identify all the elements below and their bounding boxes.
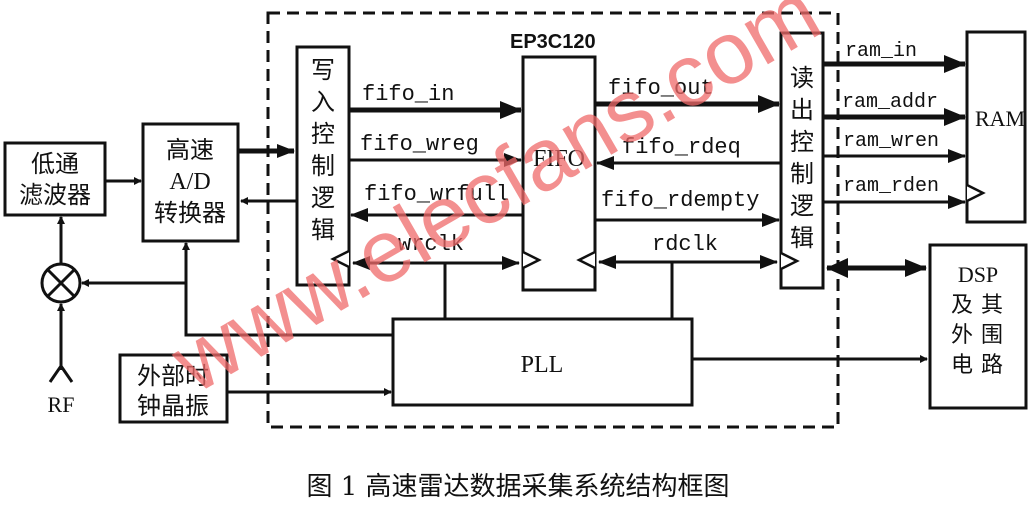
write-ctrl-char: 逻	[311, 184, 335, 212]
write-ctrl-char: 写	[311, 56, 335, 84]
figure-caption: 图 1 高速雷达数据采集系统结构框图	[306, 472, 729, 502]
signal-fifo-wrfull: fifo_wrfull	[364, 182, 509, 207]
mixer-cross-2	[46, 268, 76, 298]
dsp-char: 围	[981, 323, 1003, 348]
ext-clock-label-2: 钟晶振	[137, 392, 209, 420]
fifo-label: FIFO	[533, 146, 585, 172]
adc-label-2: A/D	[169, 169, 210, 195]
pll-to-adc-clock	[182, 242, 393, 337]
read-ctrl-clock-pin	[780, 251, 800, 271]
write-ctrl-clock-pin	[330, 249, 350, 269]
read-ctrl-block	[779, 31, 825, 290]
pll-label: PLL	[521, 352, 564, 378]
fpga-label: EP3C120	[510, 31, 596, 53]
dsp-char: 其	[981, 293, 1003, 318]
signal-ram-addr: ram_addr	[842, 91, 938, 114]
signal-wrclk: wrclk	[398, 232, 464, 257]
read-ctrl-char: 制	[790, 160, 814, 188]
signal-ram-rden: ram_rden	[843, 175, 939, 198]
adc-label-1: 高速	[166, 136, 214, 164]
dsp-char: 外	[951, 323, 973, 348]
fpga-boundary	[266, 11, 840, 429]
signal-fifo-wreg: fifo_wreg	[360, 132, 479, 157]
write-ctrl-block	[295, 45, 351, 287]
lowpass-filter-label-1: 低通	[31, 150, 79, 178]
adc-block	[141, 122, 240, 243]
ram-label: RAM	[975, 106, 1025, 131]
lowpass-filter-label-2: 滤波器	[19, 181, 91, 209]
dsp-char: 及	[951, 293, 973, 318]
signal-rdclk: rdclk	[652, 232, 718, 257]
fifo-rdclk-pin	[576, 250, 596, 270]
read-ctrl-char: 逻	[790, 192, 814, 220]
signal-fifo-rdempty: fifo_rdempty	[601, 188, 759, 213]
adc-label-3: 转换器	[154, 199, 226, 227]
ext-clock-block	[118, 353, 229, 424]
rf-label: RF	[48, 392, 75, 417]
signal-ram-in: ram_in	[845, 40, 917, 63]
read-ctrl-char: 控	[790, 128, 814, 156]
write-ctrl-char: 入	[311, 88, 335, 116]
dsp-char: 电	[951, 353, 973, 378]
rf-antenna-icon	[48, 363, 74, 383]
pll-block	[391, 317, 694, 407]
write-ctrl-char: 辑	[311, 216, 335, 244]
read-ctrl-char: 出	[790, 96, 814, 124]
signal-fifo-in: fifo_in	[362, 82, 454, 107]
write-ctrl-char: 控	[311, 120, 335, 148]
lowpass-filter-block	[3, 141, 107, 217]
signal-ram-wren: ram_wren	[843, 130, 939, 153]
dsp-char: 路	[981, 353, 1003, 378]
ext-clock-label-1: 外部时	[137, 362, 209, 390]
fifo-wrclk-pin	[522, 250, 542, 270]
write-ctrl-char: 制	[311, 152, 335, 180]
signal-fifo-out: fifo_out	[608, 76, 714, 101]
ram-clock-pin	[966, 183, 986, 203]
dsp-block	[928, 243, 1028, 410]
read-ctrl-char: 读	[790, 64, 814, 92]
signal-fifo-rdeq: fifo_rdeq	[622, 135, 741, 160]
dsp-label-1: DSP	[958, 262, 998, 287]
read-ctrl-char: 辑	[790, 224, 814, 252]
fifo-block	[521, 55, 597, 292]
